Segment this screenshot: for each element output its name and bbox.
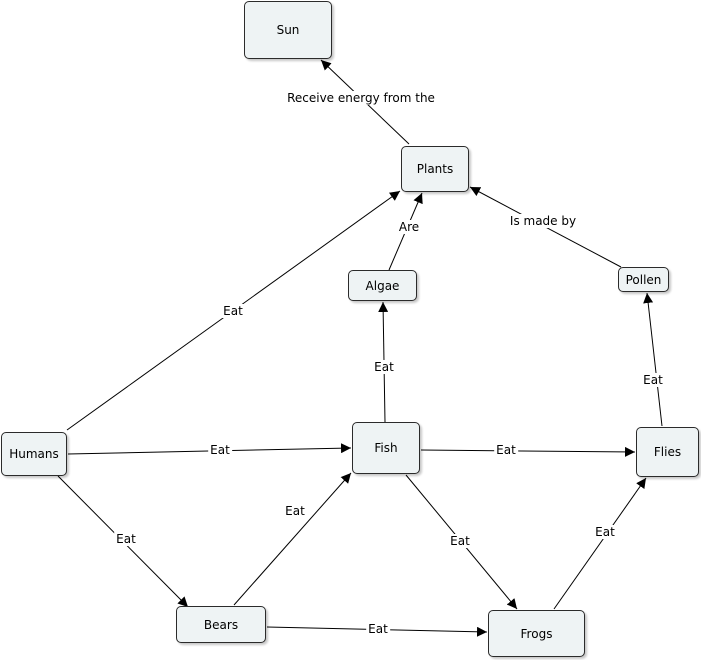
link-label-pollen-to-plants: Is made by [507,214,579,228]
link-fish-to-flies [420,446,636,457]
concept-plants[interactable]: Plants [401,146,469,192]
link-label-humans-to-plants: Eat [221,304,245,318]
link-label-plants-to-sun: Receive energy from the [285,91,437,105]
concept-algae[interactable]: Algae [348,270,417,301]
link-label-flies-to-pollen: Eat [641,373,665,387]
link-label-fish-to-frogs: Eat [448,534,472,548]
link-frogs-to-flies [553,477,647,610]
concept-pollen[interactable]: Pollen [618,267,669,292]
link-label-algae-to-plants: Are [396,220,422,234]
link-bears-to-fish [233,472,352,606]
concept-humans[interactable]: Humans [1,432,67,476]
concept-frogs[interactable]: Frogs [488,610,585,657]
link-label-bears-to-frogs: Eat [366,622,390,636]
link-label-fish-to-flies: Eat [494,443,518,457]
link-label-frogs-to-flies: Eat [593,525,617,539]
concept-flies[interactable]: Flies [636,427,699,477]
concept-sun[interactable]: Sun [244,1,332,59]
link-label-fish-to-algae: Eat [372,360,396,374]
link-label-bears-to-fish: Eat [283,504,307,518]
link-flies-to-pollen [643,292,663,427]
link-label-humans-to-bears: Eat [114,532,138,546]
link-label-humans-to-fish: Eat [208,443,232,457]
concept-fish[interactable]: Fish [352,422,420,474]
concept-bears[interactable]: Bears [176,606,266,643]
